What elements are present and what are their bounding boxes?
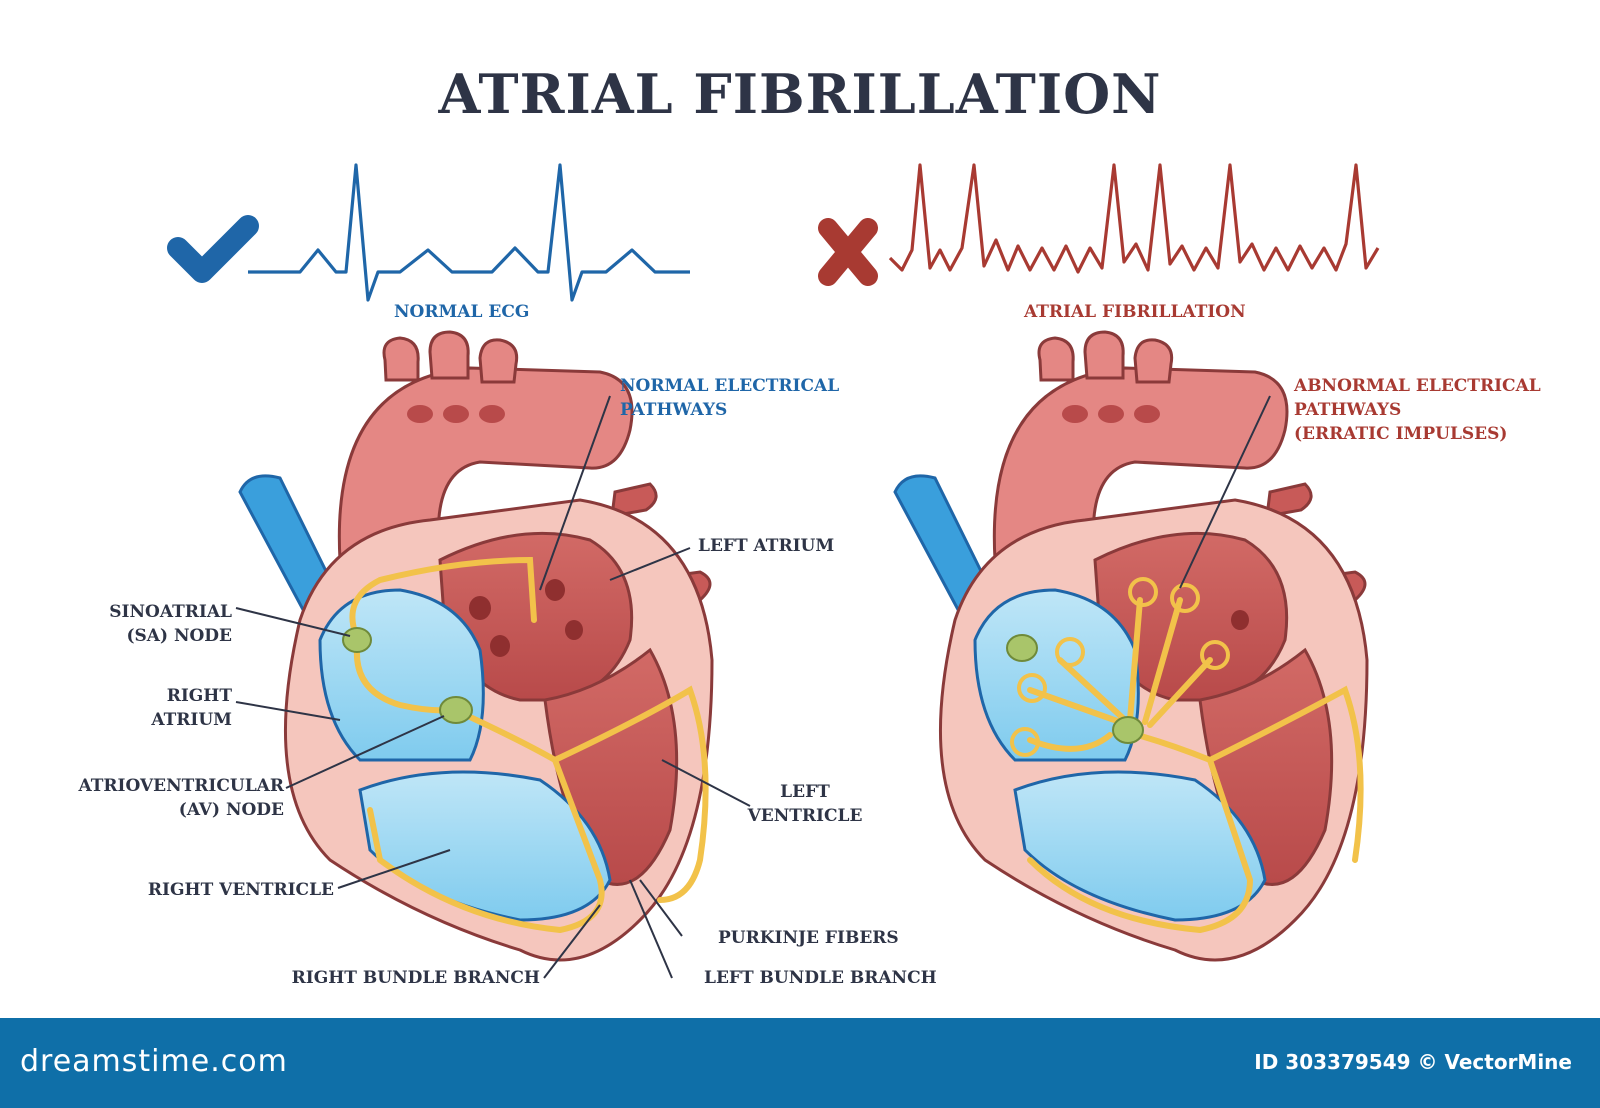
afib-heart: [893, 330, 1369, 962]
right-bundle-branch-label: RIGHT BUNDLE BRANCH: [291, 968, 540, 988]
abnormal-pathways-label-line2: PATHWAYS: [1294, 400, 1402, 420]
check-icon: [167, 215, 259, 283]
leader-lines-left: [235, 395, 751, 979]
footer-bar: dreamstime.com ID 303379549 © VectorMine: [0, 1018, 1600, 1108]
normal-ecg-label: NORMAL ECG: [394, 302, 530, 322]
cross-icon: [818, 218, 878, 286]
normal-ecg-trace: [248, 163, 690, 302]
page-title: ATRIAL FIBRILLATION: [438, 62, 1162, 126]
av-node-label-line2: (AV) NODE: [178, 800, 284, 820]
av-node-label-line1: ATRIOVENTRICULAR: [78, 776, 284, 796]
left-ventricle-label-line1: LEFT: [780, 782, 830, 802]
right-atrium-label-line1: RIGHT: [166, 686, 232, 706]
purkinje-fibers-label: PURKINJE FIBERS: [718, 928, 899, 948]
leader-line-right: [1179, 395, 1271, 589]
footer-credit: ID 303379549 © VectorMine: [1254, 1050, 1572, 1074]
abnormal-pathways-label-line3: (ERRATIC IMPULSES): [1294, 424, 1508, 444]
afib-ecg-trace: [888, 163, 1380, 274]
abnormal-pathways-label-line1: ABNORMAL ELECTRICAL: [1294, 376, 1541, 396]
left-bundle-branch-label: LEFT BUNDLE BRANCH: [704, 968, 937, 988]
normal-pathways-label-line2: PATHWAYS: [620, 400, 728, 420]
normal-heart: [238, 330, 714, 962]
normal-pathways-label-line1: NORMAL ELECTRICAL: [620, 376, 840, 396]
afib-ecg-label: ATRIAL FIBRILLATION: [1024, 302, 1246, 322]
right-ventricle-label: RIGHT VENTRICLE: [147, 880, 334, 900]
footer-brand: dreamstime.com: [20, 1044, 288, 1079]
sa-node-label-line1: SINOATRIAL: [109, 602, 232, 622]
left-ventricle-label-line2: VENTRICLE: [747, 806, 863, 826]
left-atrium-label: LEFT ATRIUM: [698, 536, 835, 556]
right-atrium-label-line2: ATRIUM: [151, 710, 232, 730]
sa-node-label-line2: (SA) NODE: [126, 626, 232, 646]
